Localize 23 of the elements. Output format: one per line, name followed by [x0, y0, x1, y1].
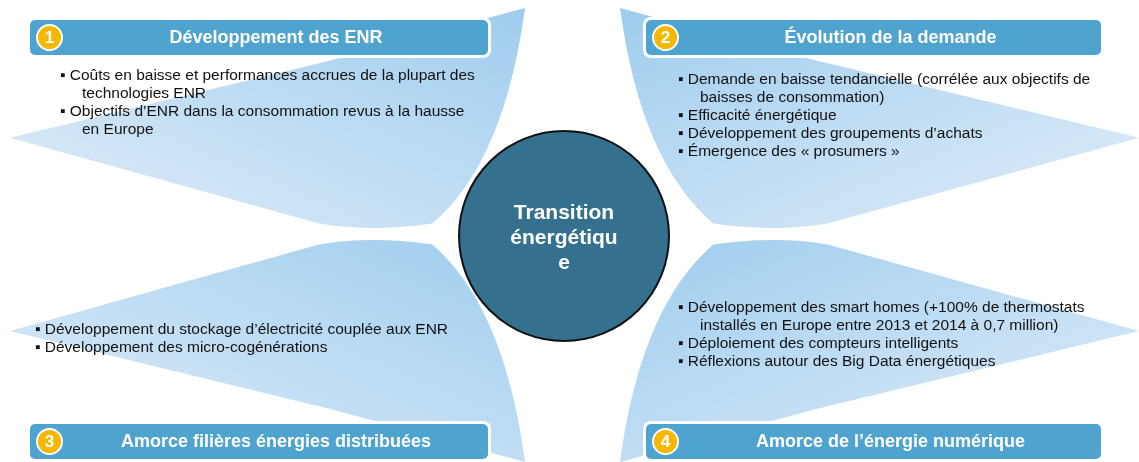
bullet-item: ▪ Réflexions autour des Big Data énergétiques: [678, 352, 997, 370]
number-badge: 3: [36, 428, 63, 455]
number-badge: 1: [36, 24, 63, 51]
bullet-item: ▪ Demande en baisse tendancielle (corrélée aux objectifs de baisses de consommation): [678, 70, 1092, 106]
bullet-item: ▪ Développement du stockage d’électricité couplée aux ENR: [35, 320, 450, 338]
section-title: Évolution de la demande: [783, 25, 998, 49]
section-header: [646, 20, 1101, 55]
section-title: Amorce filières énergies distribuées: [119, 430, 433, 453]
section-header: [30, 20, 488, 55]
section-title: Amorce de l’énergie numérique: [754, 430, 1027, 453]
section-header: [30, 424, 488, 459]
number-badge: 4: [652, 428, 679, 455]
bullet-item: ▪ Développement des smart homes (+100% de thermostats installés en Europe entre 2013 et 2014 à 0,7 million): [678, 298, 1086, 334]
bullet-item: ▪ Déploiement des compteurs intelligents: [678, 334, 960, 352]
bullet-item: ▪ Émergence des « prosumers »: [678, 142, 901, 160]
section-header: [646, 424, 1101, 459]
section-title: Développement des ENR: [168, 26, 384, 49]
bullet-item: ▪ Coûts en baisse et performances accrues de la plupart des technologies ENR: [60, 66, 476, 102]
bullet-item: ▪ Efficacité énergétique: [678, 106, 838, 124]
bullet-item: ▪ Développement des groupements d’achats: [678, 124, 984, 142]
bullet-item: ▪ Développement des micro-cogénérations: [35, 338, 329, 356]
number-badge: 2: [652, 24, 679, 51]
center-circle: Transition énergétiqu e: [458, 130, 670, 342]
